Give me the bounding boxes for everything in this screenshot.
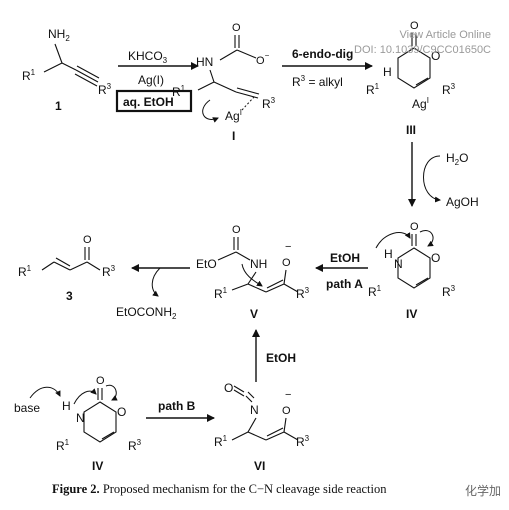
ag-label-i: AgI [225, 108, 242, 123]
endo-dig-label: 6-endo-dig [292, 47, 353, 61]
h-label-iv: H [384, 247, 393, 261]
o-label-iv: O [431, 251, 440, 265]
r3-alkyl-label: R3 = alkyl [292, 74, 343, 89]
carbonyl-o-iv: O [410, 221, 419, 233]
o-label-iii: O [431, 49, 440, 63]
view-article-online-link[interactable]: View Article Online [399, 29, 491, 41]
o-label-iv2: O [117, 405, 126, 419]
caption-label: Figure 2. [52, 482, 100, 496]
etoh-label-a: EtOH [330, 251, 360, 265]
path-a-label: path A [326, 277, 363, 291]
product-3: O R3 R1 3 [18, 234, 116, 303]
path-a-arrow: EtOH path A [315, 251, 368, 291]
path-b-arrow: path B [146, 399, 215, 422]
o-minus-v: O [282, 257, 291, 269]
compound-label-V: V [250, 307, 258, 321]
aq-etoh-label: aq. EtOH [123, 95, 174, 109]
base-label: base [14, 401, 40, 415]
eto-label-v: EtO [196, 257, 217, 271]
r1-label-i: R1 [172, 84, 186, 99]
intermediate-I: O O− HN R1 R3 AgI I [172, 22, 276, 143]
compound-label-3: 3 [66, 289, 73, 303]
o-minus: O− [256, 51, 270, 67]
path-b-label: path B [158, 399, 196, 413]
caption-text: Proposed mechanism for the C−N cleavage … [99, 482, 387, 496]
o-label-vi: O [224, 381, 233, 395]
carbonyl-o: O [232, 22, 241, 34]
step-1-arrow: KHCO3 Ag(I) aq. EtOH [115, 49, 199, 113]
minus-v: − [285, 241, 291, 253]
etoconh2-label: EtOCONH2 [116, 305, 177, 321]
doi-watermark: View Article Online DOI: 10.1039/C9CC016… [354, 28, 491, 58]
etoh-label-v: EtOH [266, 351, 296, 365]
r1-label: R1 [22, 68, 36, 83]
intermediate-IV-right: O H N O R1 R3 IV [368, 221, 456, 321]
n-label-vi: N [250, 403, 259, 417]
step-3-arrow: H2O AgOH [408, 142, 479, 209]
r3-label-vi: R3 [296, 434, 310, 449]
vi-to-v-arrow: EtOH [252, 329, 296, 382]
carbonyl-o-v: O [232, 224, 241, 236]
r1-label-iv: R1 [368, 284, 382, 299]
r3-label-i: R3 [262, 96, 276, 111]
r3-label-v: R3 [296, 286, 310, 301]
compound-label-IV-left: IV [92, 459, 103, 473]
compound-label-VI: VI [254, 459, 265, 473]
n-label-iv: N [394, 257, 403, 271]
intermediate-IV-left: base O H N O R1 R3 IV [14, 375, 142, 473]
r3-label-iv2: R3 [128, 438, 142, 453]
agoh-label: AgOH [446, 195, 479, 209]
reaction-scheme: NH2 R1 R3 1 KHCO3 Ag(I) aq. EtOH O O− HN… [14, 20, 479, 473]
r3-label-iv: R3 [442, 284, 456, 299]
minus-vi: − [285, 389, 291, 401]
r1-label-vi: R1 [214, 434, 228, 449]
compound-label-III: III [406, 123, 416, 137]
r1-label-iii: R1 [366, 82, 380, 97]
h-label-iv2: H [62, 399, 71, 413]
h2o-label: H2O [446, 151, 468, 167]
compound-label-1: 1 [55, 99, 62, 113]
r1-label-iv2: R1 [56, 438, 70, 453]
compound-label-I: I [232, 129, 235, 143]
carbonyl-o-iv2: O [96, 375, 105, 387]
r3-label-3: R3 [102, 264, 116, 279]
carbonyl-o-3: O [83, 234, 92, 246]
n-label-iv2: N [76, 411, 85, 425]
figure-caption: Figure 2. Proposed mechanism for the C−N… [52, 482, 502, 497]
compound-label-IV: IV [406, 307, 417, 321]
o-minus-vi: O [282, 405, 291, 417]
carbonyl-o-iii: O [410, 20, 419, 32]
v-to-3-arrow: EtOCONH2 [116, 264, 190, 321]
r3-label: R3 [98, 82, 112, 97]
r1-label-3: R1 [18, 264, 32, 279]
r3-label-iii: R3 [442, 82, 456, 97]
doi-text: DOI: 10.1039/C9CC01650C [354, 44, 491, 56]
ag-i-label: Ag(I) [138, 73, 164, 87]
step-2-arrow: 6-endo-dig R3 = alkyl [282, 47, 373, 89]
intermediate-V: O EtO NH R1 O − R3 V [196, 224, 310, 321]
compound-1: NH2 R1 R3 1 [22, 27, 112, 113]
intermediate-III: O H O R1 R3 AgI III [366, 20, 456, 137]
nh-label-v: NH [250, 257, 267, 271]
h-label-iii: H [383, 65, 392, 79]
brand-watermark: 化学加 [462, 482, 503, 499]
ag-label-iii: AgI [412, 96, 429, 111]
hn-label: HN [196, 55, 213, 69]
nh2-label: NH2 [48, 27, 70, 43]
intermediate-VI: O N R1 O − R3 VI [214, 381, 310, 473]
khco3-label: KHCO3 [128, 49, 168, 65]
r1-label-v: R1 [214, 286, 228, 301]
